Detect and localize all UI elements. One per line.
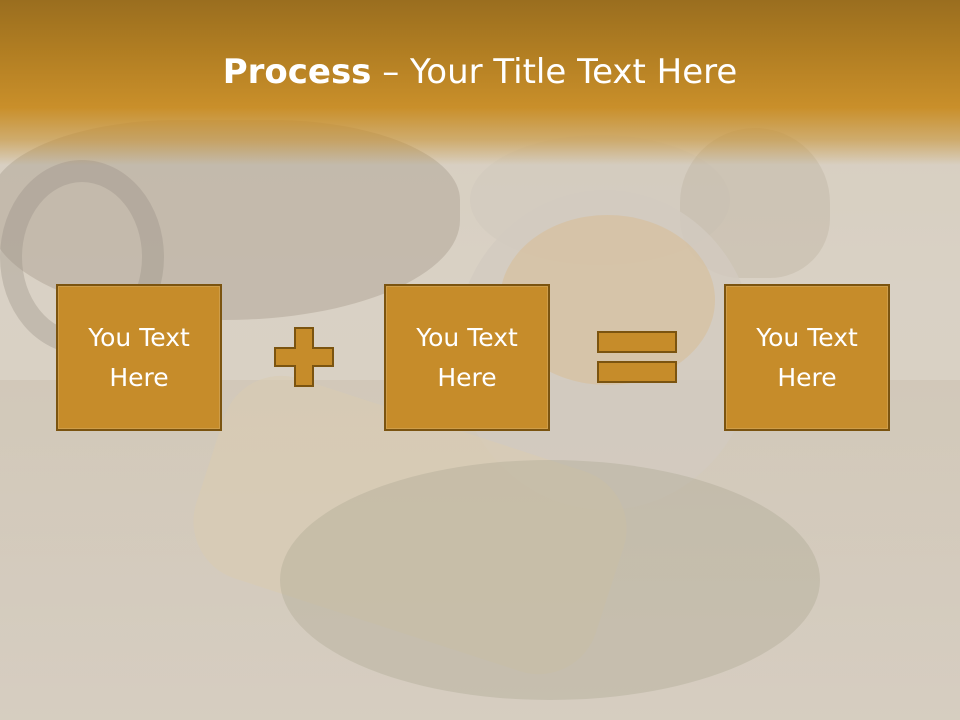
process-box-2-text: You Text Here [402, 318, 532, 398]
plus-icon [274, 327, 334, 387]
tea-leaves-image [280, 460, 820, 700]
equals-icon [597, 331, 677, 383]
slide-title[interactable]: Process – Your Title Text Here [0, 52, 960, 92]
process-box-3-line-1: You Text [756, 322, 858, 352]
process-box-2[interactable]: You Text Here [384, 284, 550, 431]
process-box-1-text: You Text Here [74, 318, 204, 398]
title-rest: – Your Title Text Here [371, 52, 738, 92]
process-box-3-text: You Text Here [742, 318, 872, 398]
process-box-1-line-2: Here [109, 362, 169, 392]
process-box-3-line-2: Here [777, 362, 837, 392]
process-box-1[interactable]: You Text Here [56, 284, 222, 431]
process-box-3[interactable]: You Text Here [724, 284, 890, 431]
process-box-2-line-1: You Text [416, 322, 518, 352]
header-band [0, 0, 960, 165]
title-bold: Process [222, 52, 372, 92]
process-box-2-line-2: Here [437, 362, 497, 392]
process-box-1-line-1: You Text [88, 322, 190, 352]
